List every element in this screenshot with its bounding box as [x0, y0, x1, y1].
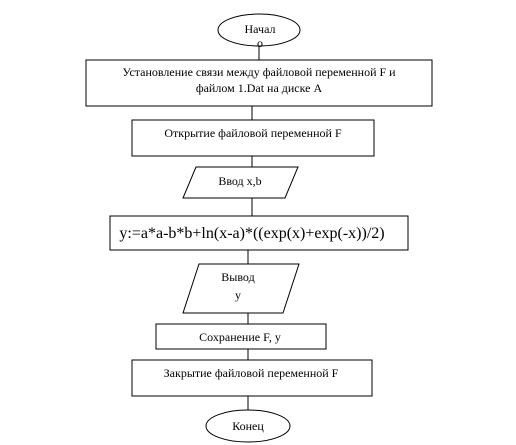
output-label-line1: Вывод	[221, 270, 254, 284]
input-label: Ввод x,b	[218, 174, 261, 188]
close-file-label: Закрытие файловой переменной F	[164, 366, 339, 380]
open-file-process	[131, 119, 375, 157]
close-file-process	[131, 359, 373, 397]
start-label-line1: Начал	[245, 22, 276, 36]
save-process	[155, 323, 327, 350]
end-terminator	[205, 409, 291, 443]
link-file-label-line2: файлом 1.Dat на диске А	[196, 81, 323, 95]
formula-label: y:=a*a-b*b+ln(x-a)*((exp(x)+exp(-x))/2)	[119, 225, 384, 242]
input-data-shape	[182, 166, 299, 199]
output-label-line2: y	[235, 288, 241, 302]
save-label: Сохранение F, y	[199, 330, 281, 344]
link-file-label-line1: Установление связи между файловой переме…	[122, 65, 396, 79]
end-label: Конец	[232, 419, 264, 433]
start-terminator	[217, 13, 301, 47]
formula-process	[109, 215, 409, 251]
output-data-shape	[182, 263, 300, 314]
open-file-label: Открытие файловой переменной F	[164, 126, 342, 140]
link-file-process	[85, 59, 433, 107]
start-label-line2: о	[257, 36, 263, 50]
